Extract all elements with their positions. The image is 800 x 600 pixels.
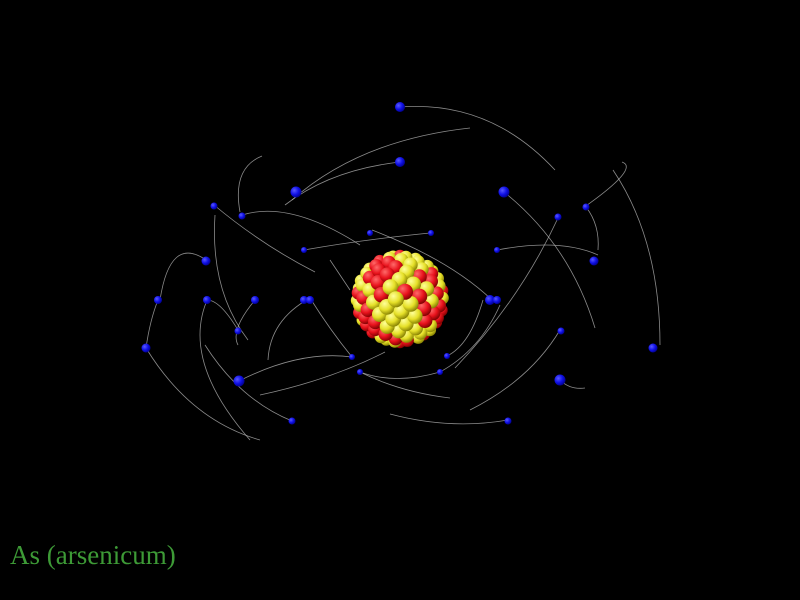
electron (504, 417, 512, 425)
electron (444, 353, 450, 359)
orbit-trail (199, 297, 251, 441)
element-caption-text: As (arsenicum) (10, 540, 176, 570)
orbit-trail (439, 304, 501, 373)
electron (589, 256, 599, 266)
orbit-trail (214, 214, 249, 341)
electron (493, 296, 501, 304)
orbit-trail (399, 105, 556, 171)
neutron (407, 308, 423, 324)
orbit-trail (585, 206, 599, 251)
nucleus (350, 249, 449, 349)
orbit-trail (469, 329, 561, 411)
orbit-trail (284, 161, 401, 206)
orbit-trail (259, 351, 386, 396)
orbit-trail (145, 347, 261, 441)
orbit-trail (612, 169, 661, 346)
electron (290, 186, 302, 198)
electron (306, 296, 314, 304)
orbit-trail (159, 252, 207, 301)
orbit-trail (582, 161, 627, 209)
electron (554, 213, 562, 221)
orbit-trails (145, 105, 661, 441)
electron (395, 157, 405, 167)
electron (234, 327, 242, 335)
orbit-trail (359, 371, 441, 379)
electron (494, 247, 500, 253)
electron (554, 374, 566, 386)
orbit-trail (454, 217, 559, 369)
neutron (387, 291, 404, 308)
orbit-trail (213, 204, 316, 273)
orbit-trail (204, 344, 293, 422)
electron (141, 343, 151, 353)
orbit-trail (303, 232, 431, 251)
electron (203, 296, 211, 304)
electron (582, 203, 590, 211)
electron (154, 296, 162, 304)
orbit-trail (267, 297, 311, 361)
orbit-trail (206, 299, 239, 331)
orbit-trail (359, 371, 451, 399)
proton (379, 267, 395, 283)
electron (395, 102, 405, 112)
orbit-trail (503, 191, 596, 329)
orbit-trail (145, 299, 159, 349)
neutron (402, 296, 419, 312)
orbit-trail (237, 155, 263, 213)
orbit-trail (329, 259, 351, 291)
orbit-trail (389, 413, 509, 425)
electron (210, 202, 218, 210)
orbit-trail (238, 355, 353, 382)
orbit-trail (496, 244, 599, 256)
electron (357, 369, 363, 375)
orbit-trail (241, 210, 361, 246)
electron (367, 230, 373, 236)
neutron (382, 279, 399, 296)
electron (498, 186, 510, 198)
orbit-trail (371, 229, 493, 301)
electron (238, 212, 246, 220)
orbit-trail (309, 297, 353, 358)
electron-shell (141, 102, 658, 425)
electron (437, 369, 443, 375)
electron (233, 375, 245, 387)
electron (288, 417, 296, 425)
electron (428, 230, 434, 236)
electron (349, 354, 355, 360)
orbit-trail (446, 299, 484, 357)
electron (557, 327, 565, 335)
electron (201, 256, 211, 266)
electron (648, 343, 658, 353)
electron (485, 295, 495, 305)
element-caption: As (arsenicum) (10, 542, 176, 569)
electron (300, 296, 308, 304)
orbit-trail (291, 127, 471, 201)
electron (251, 296, 259, 304)
electron (301, 247, 307, 253)
orbit-trail (235, 299, 256, 346)
